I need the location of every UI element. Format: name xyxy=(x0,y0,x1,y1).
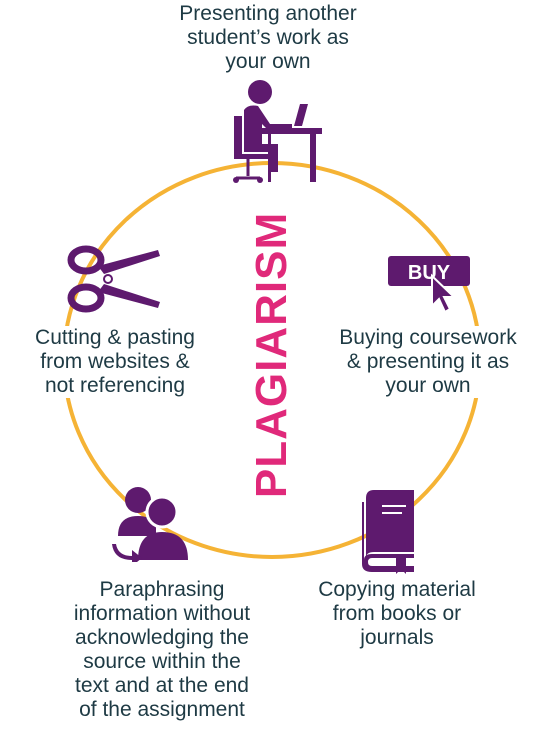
scissors-icon xyxy=(67,245,160,313)
item-label-paraphrasing: Paraphrasing information without acknowl… xyxy=(48,578,276,722)
buy-badge-text: BUY xyxy=(408,262,451,284)
page-title: PLAGIARISM xyxy=(247,211,296,499)
item-label-copying: Copying material from books or journals xyxy=(294,578,500,650)
item-label-buying: Buying coursework & presenting it as you… xyxy=(320,326,536,398)
book-icon xyxy=(362,490,414,574)
item-label-cutting: Cutting & pasting from websites & not re… xyxy=(10,326,220,398)
student-at-desk-icon xyxy=(233,80,322,183)
buy-button-icon: BUY xyxy=(388,256,470,314)
people-exchange-icon xyxy=(112,487,188,562)
item-label-presenting: Presenting another student’s work as you… xyxy=(146,2,390,74)
